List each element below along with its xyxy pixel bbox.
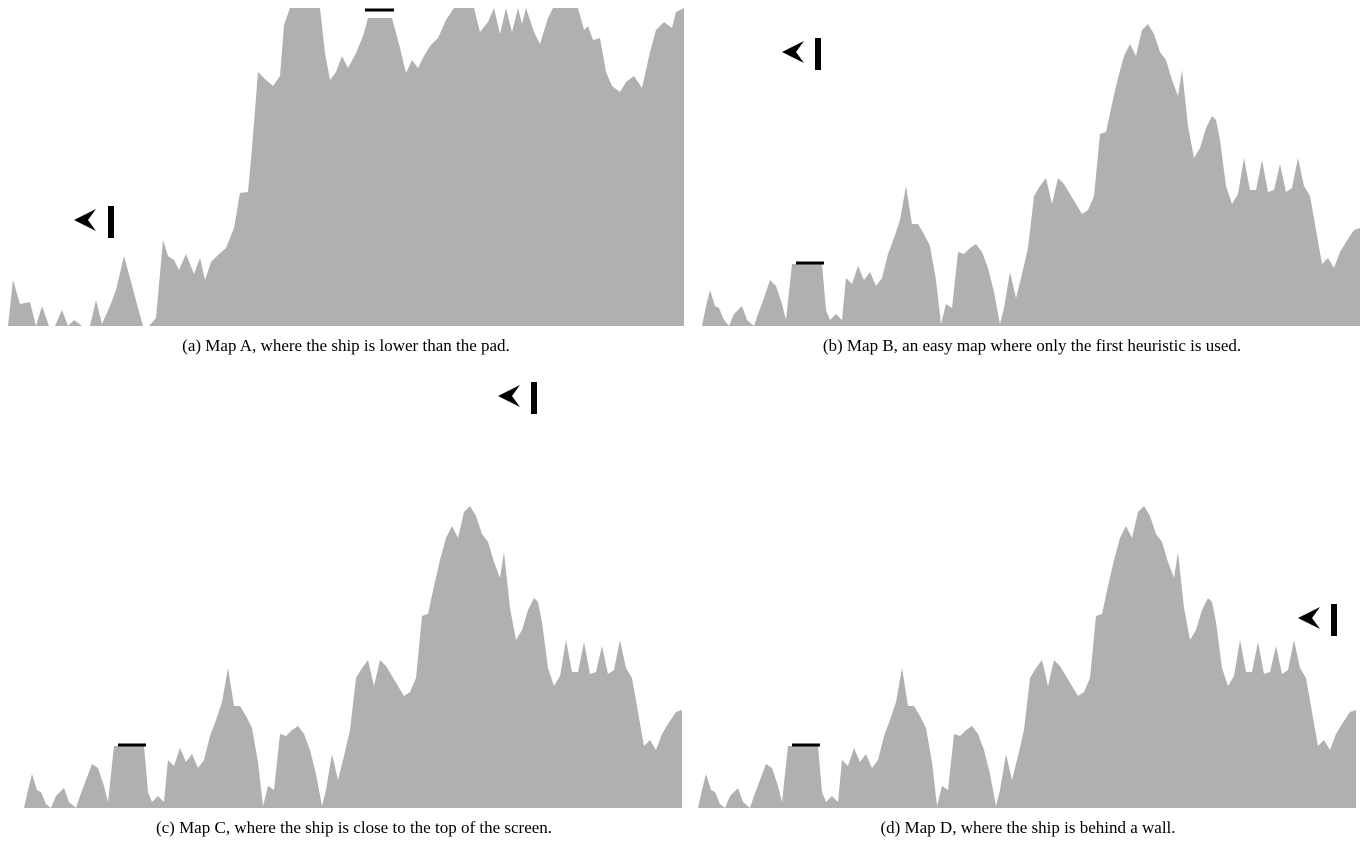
caption-a: (a) Map A, where the ship is lower than … xyxy=(182,336,510,355)
caption-c: (c) Map C, where the ship is close to th… xyxy=(155,818,553,837)
map-c-ship-icon xyxy=(498,382,537,414)
map-a-terrain xyxy=(8,8,684,326)
map-c-canvas xyxy=(24,382,682,808)
map-b-canvas xyxy=(702,24,1360,326)
map-b-ship-icon xyxy=(782,38,821,70)
map-a-panel xyxy=(8,8,684,328)
map-d-terrain xyxy=(698,506,1356,808)
map-c-terrain xyxy=(24,506,682,808)
map-a-canvas xyxy=(8,8,684,326)
caption-b: (b) Map B, an easy map where only the fi… xyxy=(822,336,1242,355)
map-c-panel xyxy=(24,370,684,810)
map-a-ship-icon xyxy=(74,206,114,238)
caption-d: (d) Map D, where the ship is behind a wa… xyxy=(880,818,1176,837)
map-b-terrain xyxy=(702,24,1360,326)
map-d-canvas xyxy=(698,506,1356,808)
map-d-panel xyxy=(698,370,1358,810)
map-d-ship-icon xyxy=(1298,604,1337,636)
map-b-panel xyxy=(702,8,1362,328)
